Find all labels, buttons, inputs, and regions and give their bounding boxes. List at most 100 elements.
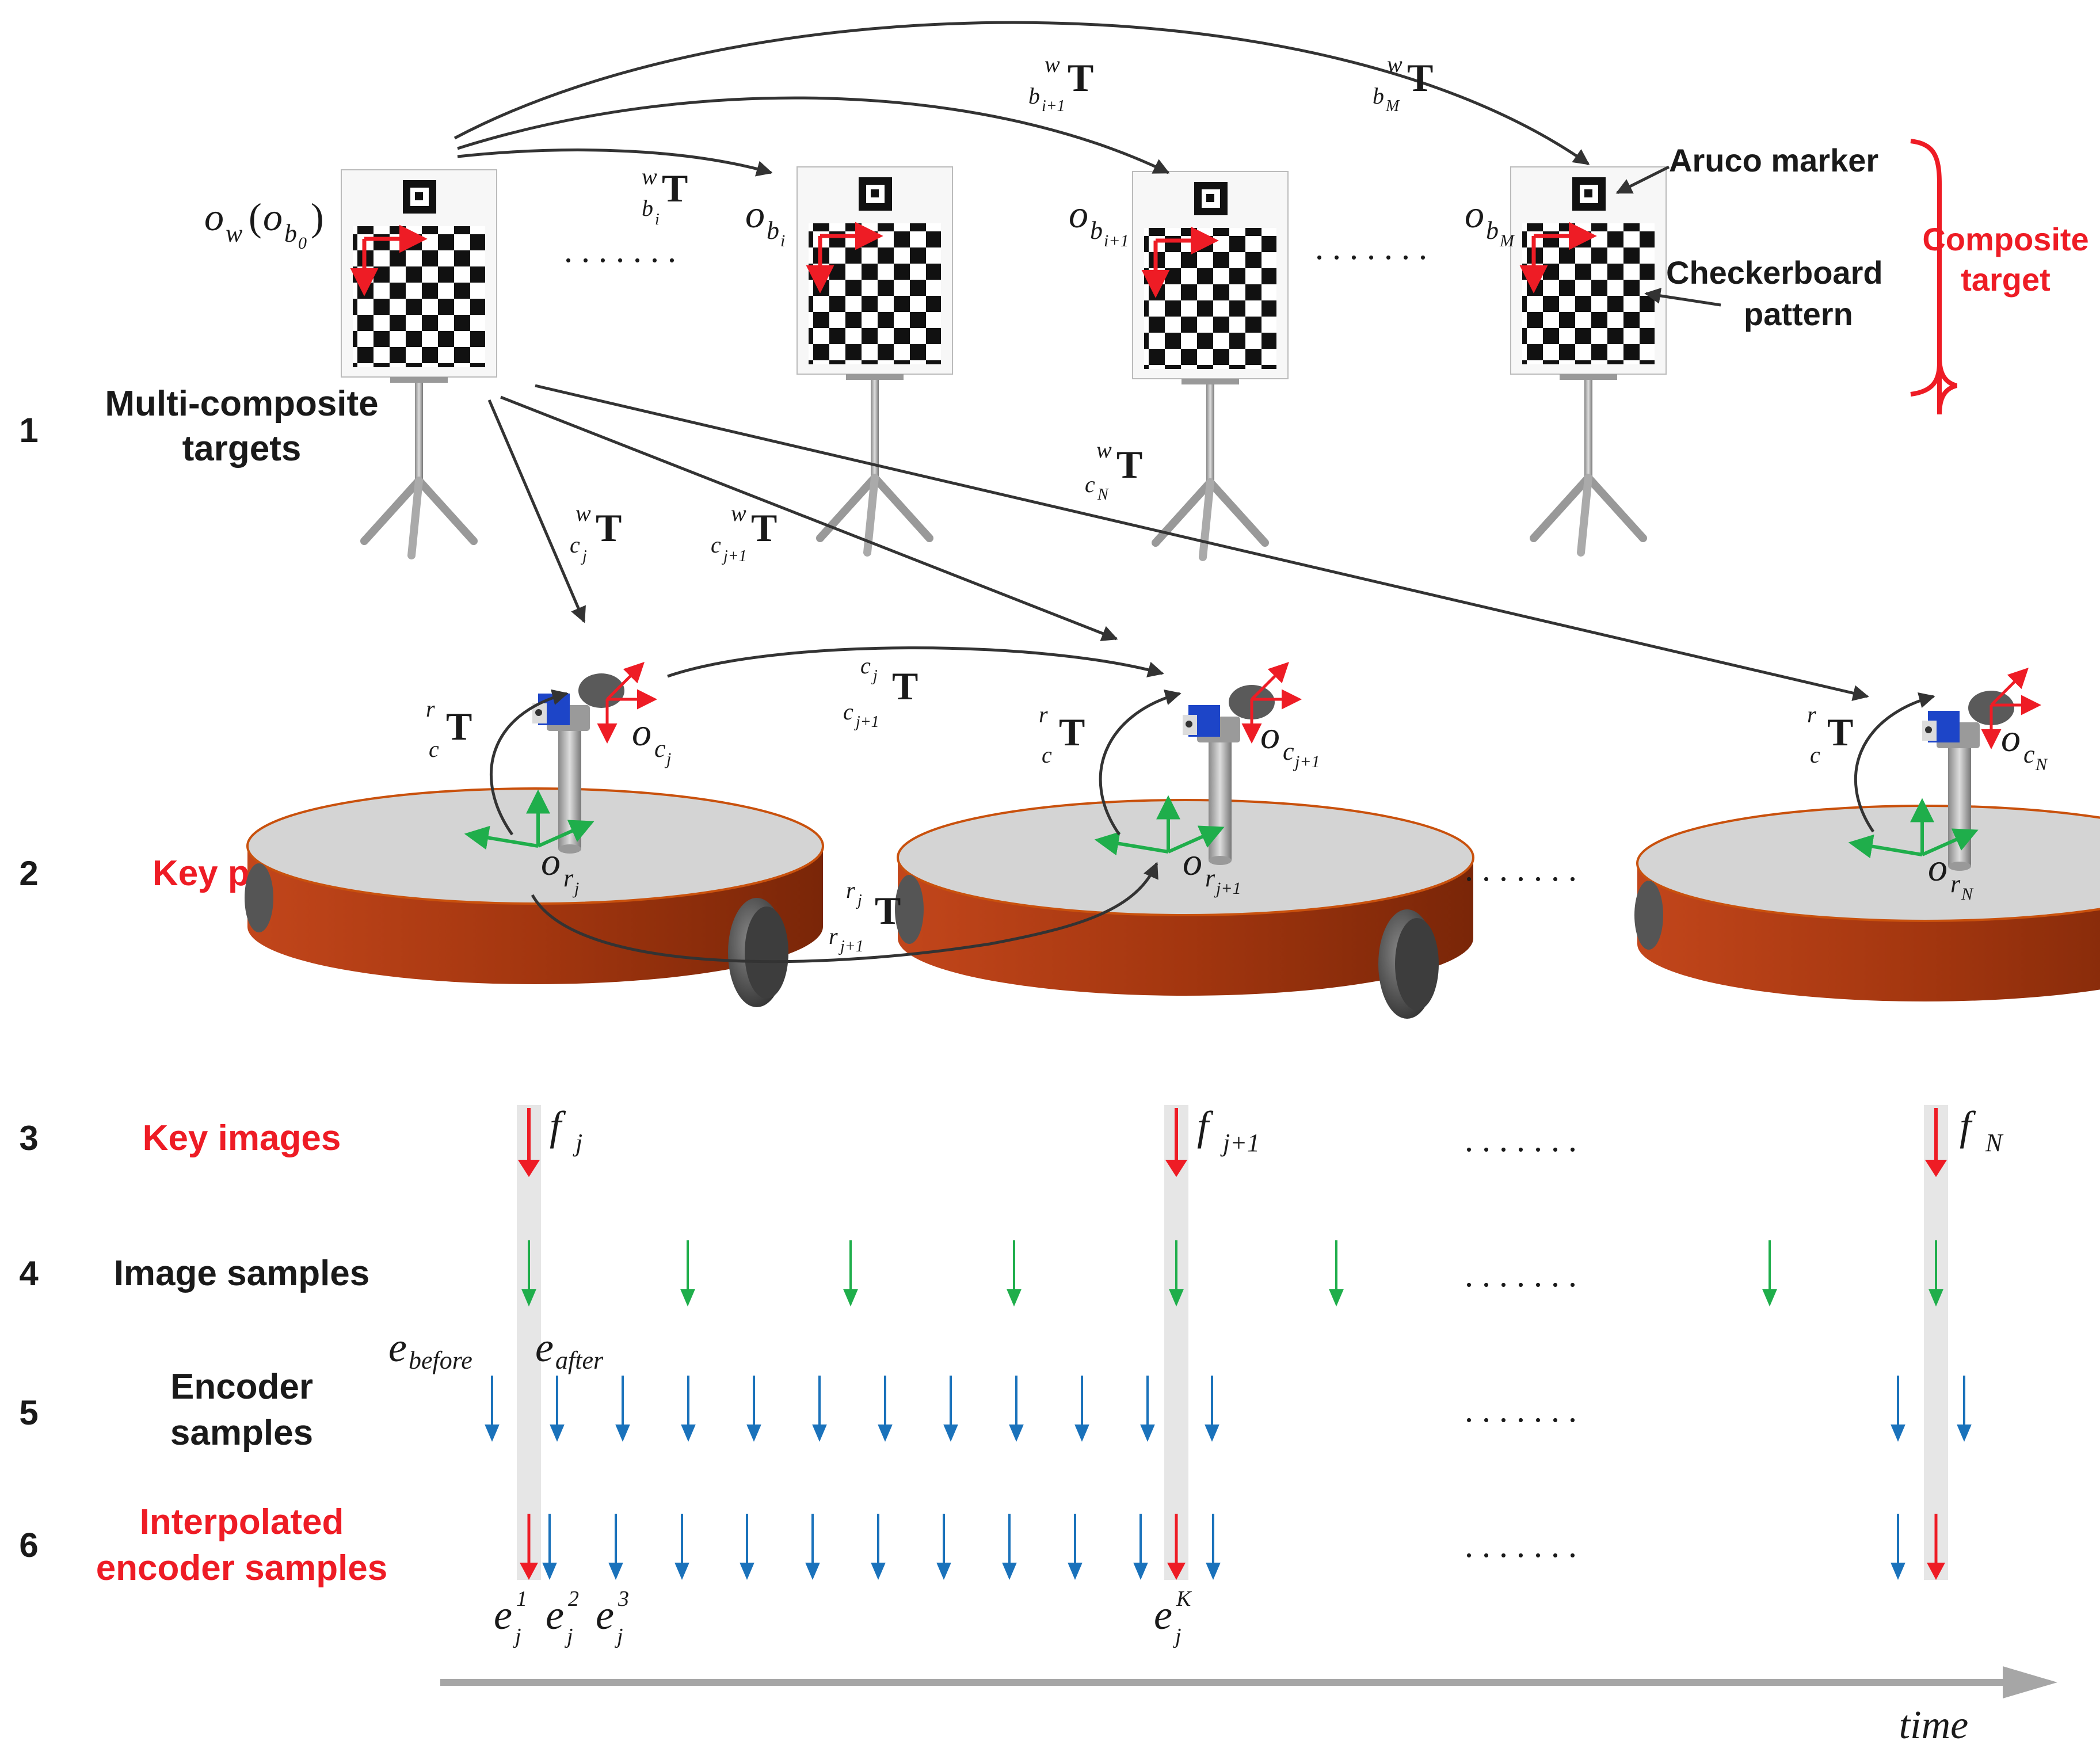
composite-target-0 [341,170,497,555]
label-o: o [204,195,224,239]
label-o-subsub: i+1 [1104,231,1129,250]
interpolated-key-arrow-head [1927,1563,1945,1580]
label-o: o [632,710,651,754]
label-cj-cj1-subsub: j+1 [854,713,879,731]
composite-target-M [1511,167,1666,553]
label-paren: ) [311,195,324,239]
label-e-sup: 1 [516,1587,527,1611]
robot-transform-labels: r T c r T c r T c c j T c j+1 r j T r j+… [426,653,1853,955]
encoder-sample-arrow-head [878,1425,893,1442]
label-o-subsub: j [572,879,579,898]
label-r-c-N-T: T [1827,710,1853,754]
interpolated-sample-arrow-head [608,1563,623,1580]
target-ellipsis: . . . . . . . [564,231,676,269]
composite-target-i [797,167,952,553]
interpolated-sample-arrow-head [805,1563,820,1580]
image-sample-arrow-head [1329,1289,1344,1307]
label-w-cj1-sub: c [711,532,721,558]
label-f-sub: j+1 [1220,1129,1260,1157]
label-f: f [1960,1103,1976,1149]
label-w-cj1-T: T [751,506,777,550]
label-o-sub: b [1090,216,1103,245]
interpolated-sample-arrow-head [1206,1563,1221,1580]
label-o: o [1928,845,1947,889]
label-o-subsub: j+1 [1293,752,1320,771]
label-cj-cj1-sup: c [860,653,871,679]
composite-brace [1910,139,1958,415]
label-o-sub: c [2023,740,2035,768]
encoder-sample-arrow-head [1957,1425,1972,1442]
interpolated-sample-arrow-head [1068,1563,1083,1580]
label-f-sub: N [1985,1129,2004,1157]
checkerboard-label: pattern [1744,296,1853,332]
label-r-c-N-sub: c [1810,742,1820,768]
label-o-sub: r [563,864,574,892]
encoder-sample-arrow-head [1891,1425,1905,1442]
row-number: 3 [19,1119,38,1157]
arrow-w-cj [487,399,586,623]
image-sample-arrow-head [1762,1289,1777,1307]
label-o-sub: c [1283,737,1294,765]
row-number: 2 [19,854,38,893]
label-o-subsub: N [1961,885,1974,904]
row-number: 4 [19,1254,39,1293]
row-label: samples [170,1413,313,1453]
row-number: 6 [19,1526,38,1564]
label-o-sub: w [226,219,243,247]
target-frame-labels: o w ( o b 0 ) o b i o b i+1 o b M [204,192,1515,253]
label-f: f [550,1103,566,1149]
time-axis: time [440,1666,2057,1747]
interpolated-sample-arrow-head [871,1563,886,1580]
encoder-sample-arrow-head [550,1425,565,1442]
label-w-cj-sup: w [576,500,591,526]
label-o: o [2001,716,2021,760]
label-w-bM-sup: w [1387,51,1402,77]
interpolated-key-arrow-head [520,1563,538,1580]
arrow-w-bM [453,21,1590,166]
label-o: o [1260,713,1280,757]
robot-pose-j [243,672,824,1008]
label-w-cN-sub: c [1085,471,1095,497]
label-f-sub: j [573,1129,582,1157]
image-sample-arrow-head [521,1289,536,1307]
sample-arrows [485,1108,1972,1580]
arrow-r-c-j1 [1099,690,1182,836]
label-r-c-j1-sub: c [1042,742,1052,768]
aruco-marker-label: Aruco marker [1669,142,1878,178]
target-ellipsis: . . . . . . . [1315,228,1427,266]
aruco-pointer-arrow [1615,165,1670,195]
label-w-bi1-sup: w [1045,51,1060,77]
row-label: targets [182,429,302,469]
label-e: e [546,1592,564,1638]
label-e-sub: j [564,1624,573,1648]
label-o: o [263,195,283,239]
arrow-w-cN [535,384,1869,701]
key-columns [517,1105,1948,1580]
image-sample-ellipsis: . . . . . . . [1465,1256,1577,1294]
image-sample-arrow-head [843,1289,858,1307]
encoder-sample-arrow-head [1205,1425,1219,1442]
row-label: Key images [143,1118,341,1158]
interpolated-sample-arrow-head [936,1563,951,1580]
encoder-sample-arrow-head [812,1425,827,1442]
composite-target-label: Composite [1922,221,2088,257]
interpolated-sample-arrow-head [740,1563,754,1580]
label-w-bi1-T: T [1068,56,1093,100]
checkerboard-label: Checkerboard [1666,254,1883,291]
label-w-bi1-sub: b [1028,83,1040,109]
label-w-cN-subsub: N [1097,486,1109,504]
time-axis-label: time [1899,1703,1969,1747]
encoder-sample-arrow-head [485,1425,500,1442]
label-w-cj1-subsub: j+1 [722,547,747,565]
time-axis-arrowhead [2003,1666,2057,1698]
image-sample-arrow-head [1007,1289,1022,1307]
robot-transform-arrows [489,646,1935,963]
label-e-sup: 2 [568,1587,579,1611]
label-o: o [1069,192,1088,236]
label-w-bi-subsub: i [655,211,660,228]
label-rj-rj1-subsub: j+1 [839,938,864,955]
key-image-arrow-head [517,1160,540,1177]
label-w-bi1-subsub: i+1 [1042,97,1065,115]
interpolated-sample-arrow-head [674,1563,689,1580]
